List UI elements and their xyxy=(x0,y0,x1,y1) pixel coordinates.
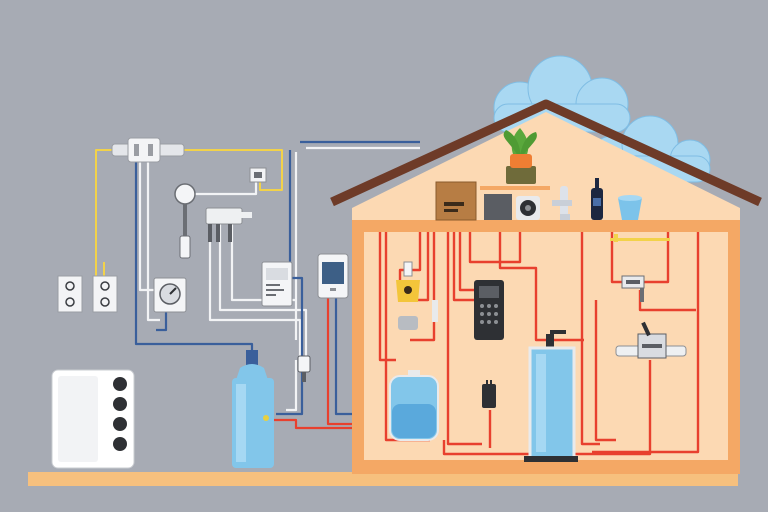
sensor-clip-icon xyxy=(398,300,438,330)
wall-outlet-icon xyxy=(57,275,118,313)
speaker-icon xyxy=(516,196,540,220)
phone-controller-icon xyxy=(317,253,349,299)
sensor-box-icon xyxy=(249,167,267,183)
electric-wiring xyxy=(378,232,700,456)
pressure-tank-icon xyxy=(389,370,439,441)
yellow-valve-icon xyxy=(610,234,670,242)
house-frame-right xyxy=(728,220,740,474)
ground-strip xyxy=(28,472,738,486)
house-frame-left xyxy=(352,220,364,474)
faucet-icon xyxy=(552,186,572,220)
pump-unit-icon xyxy=(615,321,687,359)
attic-small-shelf xyxy=(480,186,550,190)
bowl-icon xyxy=(618,195,642,220)
pressure-gauge-icon xyxy=(174,183,196,259)
exterior-red-wires xyxy=(274,296,352,430)
valve-assembly-icon xyxy=(621,275,645,302)
house-floor xyxy=(352,460,740,474)
plug-icon xyxy=(482,380,496,408)
manifold-icon xyxy=(205,207,252,242)
attic-shelf xyxy=(352,220,740,232)
control-panel-icon xyxy=(474,280,504,340)
thermostat-icon xyxy=(153,277,187,313)
potted-plant-icon xyxy=(503,128,537,184)
smart-plug-yellow-icon xyxy=(396,261,420,302)
tablet-controller-icon xyxy=(261,261,293,307)
outdoor-unit-icon xyxy=(51,369,135,469)
dark-box-icon xyxy=(484,194,512,220)
bottle-icon xyxy=(591,178,603,220)
control-box-icon xyxy=(435,181,477,221)
white-pipes xyxy=(138,146,420,412)
water-tank-icon xyxy=(232,350,274,468)
pipe-valve-icon xyxy=(111,137,185,163)
smart-plug-icon xyxy=(297,355,311,382)
roof xyxy=(330,99,762,207)
water-filter-tank-icon xyxy=(524,330,578,462)
